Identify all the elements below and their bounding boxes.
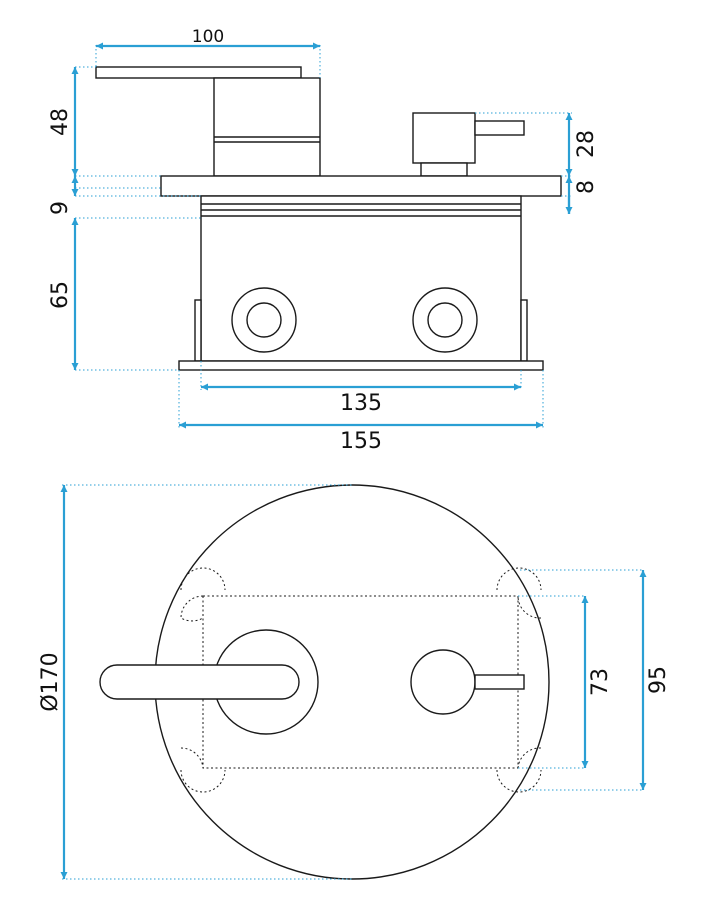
handle-body: [213, 77, 321, 177]
side-view: 100 48 9 65 28 8 135 155: [48, 27, 599, 454]
dim-label-box-height-outer: 95: [646, 666, 671, 694]
port-left-inner: [246, 302, 282, 338]
box-tab-left: [194, 299, 202, 362]
front-view: Ø170 73 95: [38, 484, 671, 880]
dim-label-box-width: 135: [340, 391, 382, 416]
handle-lever-front: [99, 664, 300, 700]
diverter-stem: [420, 162, 468, 177]
port-right-outer: [412, 287, 478, 353]
dim-label-plate-gap: 9: [48, 201, 73, 215]
dim-label-box-height-inner: 73: [588, 668, 613, 696]
dim-label-base-width: 155: [340, 429, 382, 454]
dim-label-plate-thickness: 8: [574, 180, 599, 194]
dim-label-plate-diameter: Ø170: [38, 652, 63, 711]
diverter-knob-front: [410, 649, 476, 715]
diverter-lever: [474, 120, 525, 136]
box-tab-right: [520, 299, 528, 362]
handle-lever: [95, 66, 302, 79]
diverter-knob: [412, 112, 476, 164]
cover-plate: [160, 175, 562, 197]
port-right-inner: [427, 302, 463, 338]
box-base: [178, 360, 544, 371]
dim-label-handle-height: 48: [48, 108, 73, 136]
port-left-outer: [231, 287, 297, 353]
diverter-lever-front: [474, 674, 525, 690]
mounting-box: [200, 195, 522, 362]
dim-label-handle-length: 100: [192, 27, 224, 47]
dim-label-knob-height: 28: [574, 130, 599, 158]
dim-label-box-depth: 65: [48, 281, 73, 309]
